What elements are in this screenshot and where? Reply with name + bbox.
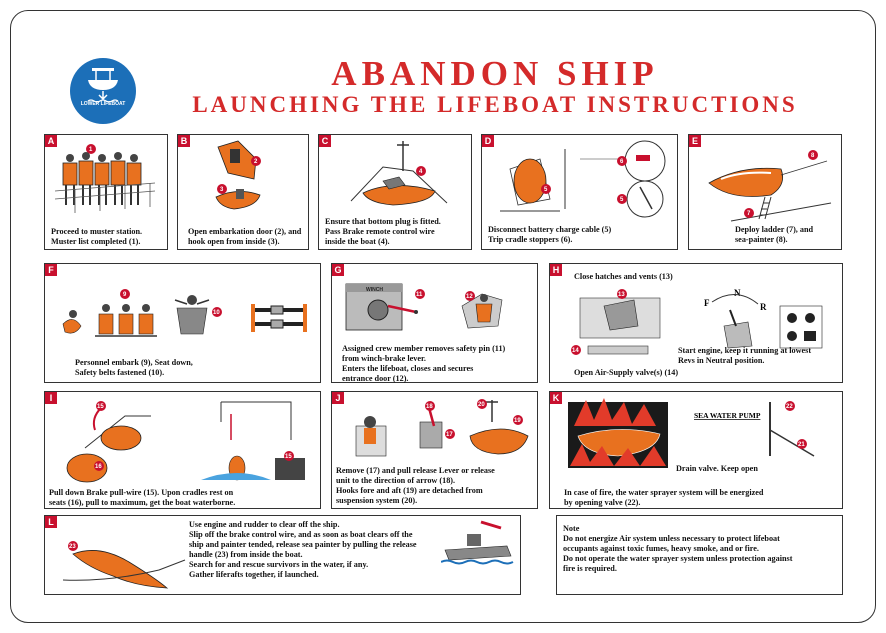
- panel-j-text: Remove (17) and pull release Lever or re…: [336, 466, 495, 505]
- panel-letter: H: [550, 264, 562, 276]
- panel-letter: L: [45, 516, 57, 528]
- svg-text:21: 21: [798, 442, 805, 448]
- panel-b: B 2 3 Open embarkation door (2), and hoo…: [177, 134, 309, 250]
- svg-text:12: 12: [466, 294, 473, 300]
- panel-letter: E: [689, 135, 701, 147]
- panel-c: C 4 Ensure that bottom plug is fitted. P…: [318, 134, 472, 250]
- panel-letter: C: [319, 135, 331, 147]
- panel-h-text-right: Start engine, keep it running at lowest …: [678, 346, 812, 365]
- panel-letter: K: [550, 392, 562, 404]
- panel-e: E 8 7 Deploy ladder (7), and sea-painter…: [688, 134, 842, 250]
- lever-r: R: [760, 302, 767, 312]
- panel-a: A 1 Proceed to muster station. Muster li…: [44, 134, 168, 250]
- panel-letter: G: [332, 264, 344, 276]
- panel-c-text: Ensure that bottom plug is fitted. Pass …: [325, 217, 441, 246]
- panel-f-text: Personnel embark (9), Seat down, Safety …: [75, 358, 193, 377]
- panel-e-text: Deploy ladder (7), and sea-painter (8).: [735, 225, 814, 244]
- panel-k-drain-text: Drain valve. Keep open: [676, 464, 758, 473]
- svg-text:9: 9: [123, 292, 127, 298]
- svg-text:3: 3: [220, 187, 224, 193]
- panel-l: L 23 Use engine and rudder to clear off …: [44, 515, 521, 595]
- lifeboat-lowering-icon: [87, 68, 119, 103]
- svg-text:15: 15: [285, 454, 292, 460]
- bottom-plug-illustration: 4: [350, 141, 448, 206]
- poster-frame: [10, 10, 876, 623]
- note-text: Note Do not energize Air system unless n…: [563, 524, 793, 573]
- winch-brake-illustration: WINCH 11 12: [345, 283, 503, 331]
- panel-i-text: Pull down Brake pull-wire (15). Upon cra…: [49, 488, 236, 507]
- svg-text:5: 5: [544, 187, 548, 193]
- muster-crew-illustration: 1: [55, 144, 156, 213]
- embarkation-door-illustration: 2 3: [215, 140, 261, 210]
- svg-text:13: 13: [618, 292, 625, 298]
- svg-text:4: 4: [419, 169, 423, 175]
- brake-wire-illustration: 15 16 15: [66, 401, 305, 483]
- svg-text:8: 8: [811, 153, 815, 159]
- panel-a-text: Proceed to muster station. Muster list c…: [51, 227, 143, 246]
- panel-l-text: Use engine and rudder to clear off the s…: [189, 520, 417, 579]
- svg-text:14: 14: [572, 348, 579, 354]
- panel-letter: F: [45, 264, 57, 276]
- svg-text:22: 22: [786, 404, 793, 410]
- lifeboat-clearing-ship-illustration: [441, 520, 514, 565]
- svg-text:19: 19: [514, 418, 521, 424]
- panel-j: J 18 17 20 19 Remove (17) and pull relea…: [331, 391, 538, 509]
- logo-label: LOWER LIFEBOAT: [80, 101, 126, 107]
- lever-n: N: [734, 288, 741, 298]
- svg-text:11: 11: [416, 292, 423, 298]
- panel-k: K SEA WATER PUMP 22 21 Drain valve. Keep…: [549, 391, 843, 509]
- svg-text:1: 1: [89, 147, 93, 153]
- svg-text:18: 18: [426, 404, 433, 410]
- lever-f: F: [704, 298, 710, 308]
- svg-text:6: 6: [620, 159, 624, 165]
- sea-water-pump-label: SEA WATER PUMP: [694, 411, 761, 420]
- engine-hatch-illustration: 13 14 F N R: [571, 288, 823, 355]
- svg-text:16: 16: [95, 464, 102, 470]
- panel-i: I 15 16 15 Pull down Brake pull-wire (15…: [44, 391, 321, 509]
- panel-f: F 9 10 Personnel embark (9), Seat down, …: [44, 263, 321, 383]
- svg-text:23: 23: [69, 544, 76, 550]
- panel-h: H Close hatches and vents (13) 13 14 F N…: [549, 263, 843, 383]
- panel-k-text: In case of fire, the water sprayer syste…: [564, 488, 764, 507]
- panel-d: D 5 6 5 Disconnect battery charge cable …: [481, 134, 678, 250]
- panel-d-text: Disconnect battery charge cable (5) Trip…: [488, 225, 612, 244]
- release-lever-illustration: 18 17 20 19: [355, 399, 529, 457]
- panel-h-text-top: Close hatches and vents (13): [574, 272, 673, 281]
- svg-text:2: 2: [254, 159, 258, 165]
- panel-note: Note Do not energize Air system unless n…: [556, 515, 843, 595]
- ladder-painter-illustration: 8 7: [708, 150, 832, 222]
- battery-cable-illustration: 5 6 5: [500, 140, 666, 218]
- panel-letter: A: [45, 135, 57, 147]
- svg-text:17: 17: [446, 432, 453, 438]
- water-sprayer-illustration: SEA WATER PUMP 22 21: [568, 398, 815, 468]
- page-title: ABANDON SHIP LAUNCHING THE LIFEBOAT INST…: [150, 56, 840, 118]
- svg-text:20: 20: [478, 402, 485, 408]
- panel-g-text: Assigned crew member removes safety pin …: [342, 344, 506, 383]
- title-main: ABANDON SHIP: [331, 54, 659, 93]
- panel-b-text: Open embarkation door (2), and hook open…: [188, 227, 302, 246]
- panel-g: G WINCH 11 12 Assigned crew member remov…: [331, 263, 538, 383]
- embark-seatbelt-illustration: 9 10: [62, 289, 307, 337]
- svg-text:10: 10: [213, 310, 220, 316]
- svg-text:15: 15: [97, 404, 104, 410]
- svg-text:5: 5: [620, 197, 624, 203]
- sea-painter-illustration: 23: [62, 541, 186, 589]
- svg-text:7: 7: [747, 211, 751, 217]
- panel-h-text-bottom: Open Air-Supply valve(s) (14): [574, 368, 679, 377]
- lower-lifeboat-logo: LOWER LIFEBOAT: [70, 58, 136, 124]
- panel-letter: J: [332, 392, 344, 404]
- title-sub: LAUNCHING THE LIFEBOAT INSTRUCTIONS: [192, 92, 798, 117]
- panel-letter: I: [45, 392, 57, 404]
- panel-letter: D: [482, 135, 494, 147]
- winch-label: WINCH: [366, 287, 383, 293]
- panel-letter: B: [178, 135, 190, 147]
